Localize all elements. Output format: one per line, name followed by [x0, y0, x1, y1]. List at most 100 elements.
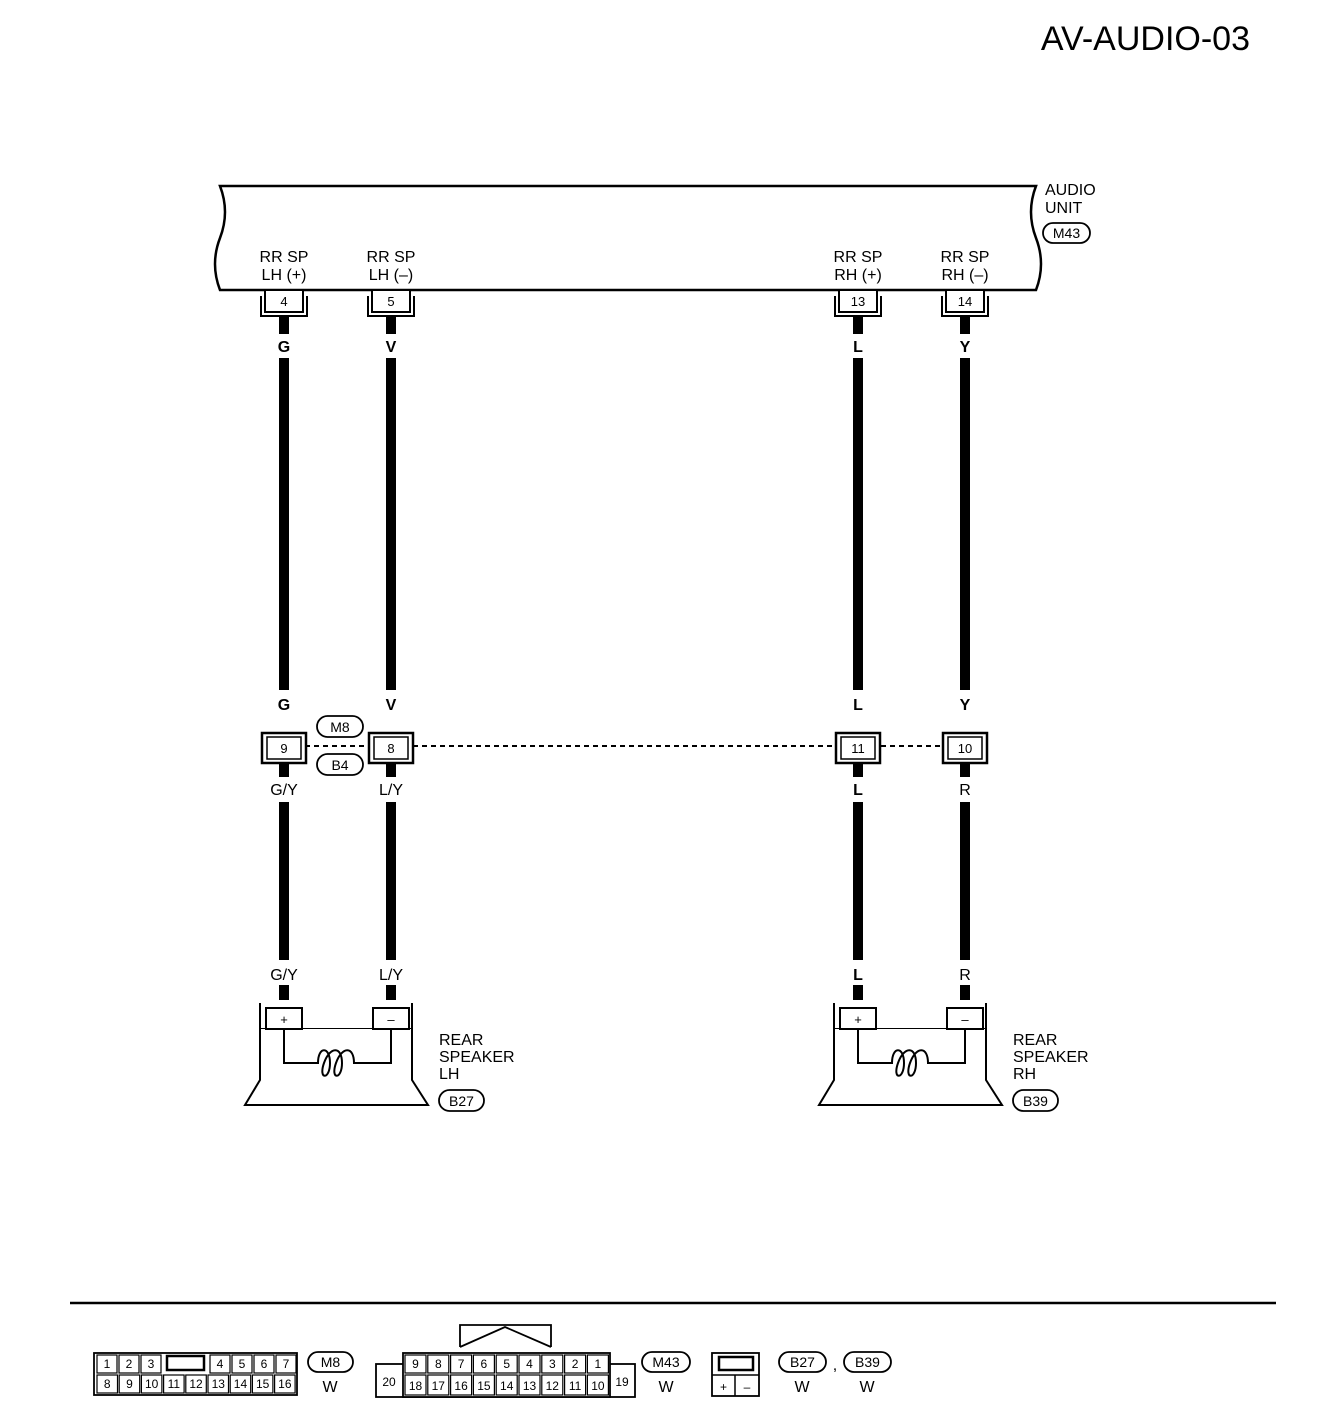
connector-pin-cell	[518, 1354, 541, 1374]
connector-pin-number: 14	[500, 1379, 514, 1393]
connector-pin-cell	[472, 1354, 495, 1374]
connector-pin-number: 5	[239, 1357, 246, 1371]
connector-pin-number: 11	[168, 1377, 181, 1391]
connector-pin-cell	[96, 1374, 119, 1394]
audio-unit-connector-label: M43	[1053, 225, 1080, 241]
connector-pin-cell	[207, 1374, 230, 1394]
connector-pin-cell	[518, 1374, 541, 1396]
connector-pin-cell	[163, 1374, 185, 1394]
pin-label: 13	[851, 294, 865, 309]
speaker-connector-label: B39	[1023, 1093, 1048, 1109]
connector-pin-cell	[427, 1354, 450, 1374]
connector-pin-cell	[140, 1374, 163, 1394]
connector-color-b27: W	[794, 1379, 810, 1396]
speaker-label-line3: RH	[1013, 1066, 1036, 1083]
page-title: AV-AUDIO-03	[1041, 20, 1250, 58]
connector-pin-cell	[586, 1354, 610, 1374]
pin-label: 11	[851, 741, 865, 756]
connector-badge	[307, 1351, 354, 1373]
terminal-name-rr-sp-lh-minus-line2: LH (–)	[369, 267, 413, 284]
connector-pin-cell	[229, 1374, 252, 1394]
audio-unit-label-line2: UNIT	[1045, 200, 1083, 217]
wire-color-label: L	[853, 339, 863, 356]
connector-pin-number: 4	[217, 1357, 224, 1371]
connector-label: M43	[652, 1354, 679, 1370]
pin-label: 8	[387, 741, 394, 756]
terminal-name-rr-sp-rh-minus-line2: RH (–)	[941, 267, 988, 284]
wire-color-label: G	[278, 339, 290, 356]
wire-color-label: Y	[960, 697, 971, 714]
connector-pin-cell	[541, 1354, 564, 1374]
speaker-plus-label: +	[854, 1012, 862, 1027]
connector-pin-cell	[404, 1374, 427, 1396]
connector-pin-cell	[563, 1354, 587, 1374]
wire-color-label: Y	[960, 339, 971, 356]
connector-pin-right: 19	[615, 1375, 629, 1389]
rear-speaker-rh: + – REAR SPEAKER RH B39	[817, 1003, 1089, 1112]
connector-color-b39: W	[859, 1379, 875, 1396]
pin-label: 14	[958, 294, 972, 309]
connector-label: M8	[321, 1354, 341, 1370]
connector-label-separator: ,	[833, 1357, 837, 1374]
speaker-minus-label: –	[387, 1012, 395, 1027]
wire-color-label: R	[959, 967, 971, 984]
wire-color-label: G	[278, 697, 290, 714]
speaker-coil	[283, 1029, 392, 1077]
pin-label: 9	[280, 741, 287, 756]
pin-label: 5	[387, 294, 394, 309]
connector-pin-number: 18	[409, 1379, 423, 1393]
connector-pin-number: 5	[503, 1357, 510, 1371]
wire-color-label: L	[853, 697, 863, 714]
connector-color: W	[658, 1379, 674, 1396]
connector-pin-cell	[450, 1354, 473, 1374]
connector-pin-cell	[563, 1374, 587, 1396]
rear-speaker-lh: + – REAR SPEAKER LH B27	[243, 1003, 515, 1112]
speaker-label-line2: SPEAKER	[439, 1049, 515, 1066]
connector-pin-number: 7	[458, 1357, 465, 1371]
wire-color-label: V	[386, 339, 397, 356]
connector-pin-number: 16	[454, 1379, 468, 1393]
connector-pin-cell	[404, 1354, 427, 1374]
wire-color-label: L	[853, 967, 863, 984]
connector-pin-cell	[185, 1374, 207, 1394]
connector-pin-cell	[209, 1354, 231, 1374]
wire-segments	[279, 317, 970, 1000]
connector-badge-b27	[778, 1351, 827, 1373]
audio-unit-outline	[213, 184, 1043, 292]
terminal-name-rr-sp-lh-minus-line1: RR SP	[367, 249, 416, 266]
audio-unit-connector-badge	[1042, 222, 1091, 244]
connector-pin-minus: –	[744, 1380, 751, 1394]
connector-pin-plus: +	[720, 1380, 727, 1394]
terminal-name-rr-sp-rh-plus-line2: RH (+)	[834, 267, 882, 284]
connector-pin-number: 14	[234, 1377, 248, 1391]
joint-connector-badge-b4	[316, 753, 364, 776]
connector-pin-number: 1	[104, 1357, 111, 1371]
connector-pin-cell	[495, 1354, 518, 1374]
connector-pin-number: 12	[546, 1379, 560, 1393]
wire-color-label: L/Y	[379, 782, 403, 799]
connector-pin-cell	[118, 1354, 140, 1374]
connector-pin-number: 10	[591, 1379, 605, 1393]
connector-pin-cell	[275, 1354, 297, 1374]
connector-pin-cell	[251, 1374, 274, 1394]
wire-color-label: G/Y	[270, 782, 298, 799]
connector-pin-number: 13	[523, 1379, 537, 1393]
joint-pin-10: 10	[941, 731, 989, 765]
connector-pin-cell	[96, 1354, 118, 1374]
connector-pin-cell	[472, 1374, 495, 1396]
connector-pin-number: 2	[572, 1357, 579, 1371]
pin-label: 4	[280, 294, 287, 309]
connector-pin-cell	[140, 1354, 162, 1374]
speaker-plus-label: +	[280, 1012, 288, 1027]
audio-unit-pin-5: 5	[367, 289, 415, 317]
connector-pin-number: 1	[595, 1357, 602, 1371]
terminal-name-rr-sp-lh-plus-line2: LH (+)	[262, 267, 307, 284]
speaker-label-line3: LH	[439, 1066, 459, 1083]
audio-unit-label-line1: AUDIO	[1045, 182, 1096, 199]
pin-label: 10	[958, 741, 972, 756]
connector-pin-number: 17	[432, 1379, 446, 1393]
wire-color-label: L/Y	[379, 967, 403, 984]
connector-pin-cell	[450, 1374, 473, 1396]
